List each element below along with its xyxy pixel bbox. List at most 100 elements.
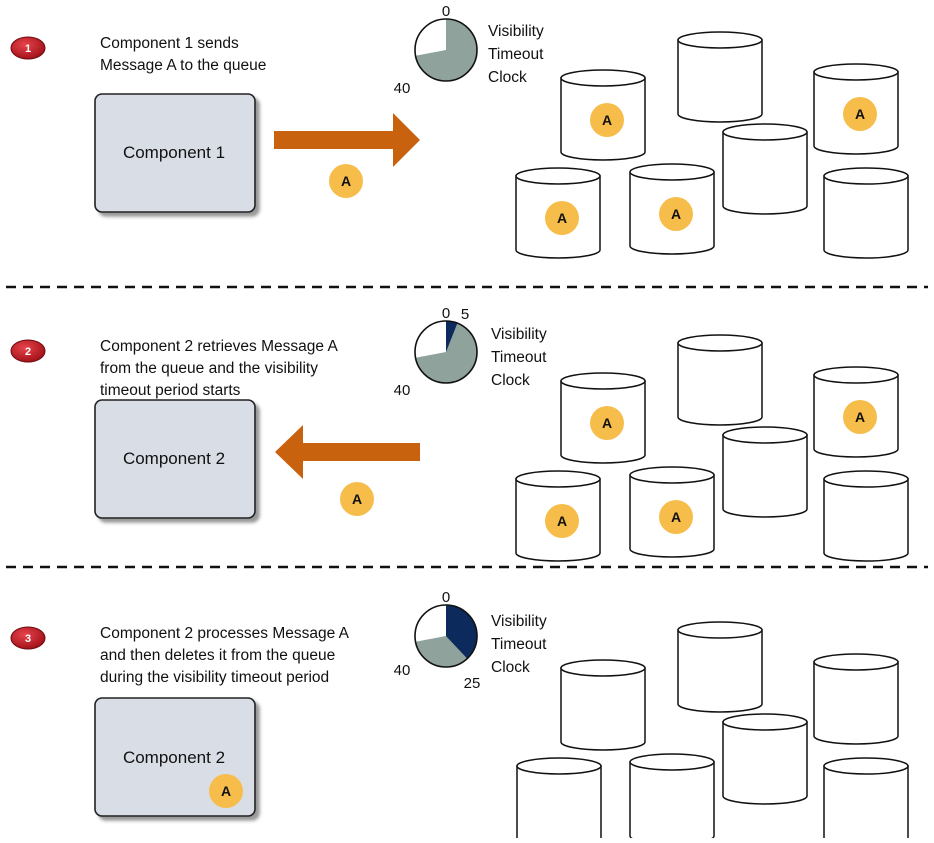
- clock-label-left: 40: [394, 662, 411, 679]
- component-label: Component 1: [123, 143, 225, 162]
- clock-rim: [414, 604, 478, 668]
- queued-message-badge: [843, 400, 877, 434]
- cylinder-top: [677, 31, 763, 49]
- queued-message-label: A: [602, 415, 612, 431]
- cylinder-top: [722, 713, 808, 731]
- queue-cylinder: A: [515, 167, 601, 259]
- cylinder-top: [823, 470, 909, 488]
- step-caption-line: Message A to the queue: [100, 57, 266, 74]
- cylinder-top: [677, 334, 763, 352]
- queued-message-label: A: [855, 409, 865, 425]
- queued-message-badge: [590, 103, 624, 137]
- cylinder-body: [560, 667, 646, 751]
- cylinder-top: [677, 621, 763, 639]
- queued-message-label: A: [557, 210, 567, 226]
- clock-title-line: Clock: [488, 69, 527, 86]
- cylinder-top: [722, 426, 808, 444]
- clock-white-wedge: [414, 321, 446, 358]
- step-number-badge: [10, 626, 46, 650]
- clock-label-right: 25: [464, 675, 481, 692]
- cylinder-top: [722, 123, 808, 141]
- clock-title-line: Clock: [491, 372, 530, 389]
- clock-label-top: 0: [442, 305, 450, 322]
- queue-cylinder: A: [629, 163, 715, 255]
- queued-message-label: A: [557, 513, 567, 529]
- queue-cylinder: [516, 757, 602, 843]
- queued-message-badge: [545, 201, 579, 235]
- clock-title-line: Timeout: [491, 636, 547, 653]
- queue-cylinder: A: [813, 63, 899, 155]
- cylinder-body: [813, 661, 899, 745]
- clock-white-wedge: [415, 19, 446, 56]
- cylinder-top: [560, 659, 646, 677]
- arrow-left: [275, 425, 420, 479]
- clock-white-wedge: [414, 605, 446, 642]
- step-caption-line: Component 2 processes Message A: [100, 625, 350, 642]
- queue-cylinder: [677, 31, 763, 123]
- cylinder-top: [629, 753, 715, 771]
- message-label: A: [341, 173, 351, 189]
- cylinder-top: [516, 757, 602, 775]
- arrow-right: [274, 113, 420, 167]
- clock-label-right: 5: [461, 306, 469, 323]
- step-number-badge: [10, 36, 46, 60]
- queued-message-badge: [590, 406, 624, 440]
- cylinder-top: [813, 63, 899, 81]
- clock-label-left: 40: [394, 382, 411, 399]
- queued-message-label: A: [671, 206, 681, 222]
- cylinder-top: [560, 69, 646, 87]
- clock-title-line: Timeout: [488, 46, 544, 63]
- cylinder-body: [629, 761, 715, 843]
- clock-label-top: 0: [442, 589, 450, 606]
- step-caption-line: and then deletes it from the queue: [100, 647, 335, 664]
- message-label: A: [221, 783, 231, 799]
- step-3: 3 Component 2 processes Message A and then…: [10, 589, 909, 843]
- step-caption-line: from the queue and the visibility: [100, 360, 318, 377]
- cylinder-body: [677, 629, 763, 713]
- cylinder-top: [560, 372, 646, 390]
- queue-cylinder: [677, 334, 763, 426]
- cylinder-body: [677, 39, 763, 123]
- cylinder-body: [823, 765, 909, 843]
- queued-message-badge: [659, 500, 693, 534]
- clock-title-line: Timeout: [491, 349, 547, 366]
- cylinder-top: [629, 466, 715, 484]
- cylinder-body: [823, 478, 909, 562]
- queued-message-label: A: [855, 106, 865, 122]
- clock-title-line: Visibility: [491, 326, 547, 343]
- component-label: Component 2: [123, 748, 225, 767]
- message-badge: [209, 774, 243, 808]
- component-box: [94, 399, 256, 519]
- step-caption-line: Component 1 sends: [100, 35, 239, 52]
- queue-cylinder: A: [560, 69, 646, 161]
- cylinder-body: [516, 765, 602, 843]
- queued-message-badge: [659, 197, 693, 231]
- queue-cylinder: [722, 426, 808, 518]
- queued-message-label: A: [602, 112, 612, 128]
- step-caption-line: Component 2 retrieves Message A: [100, 338, 338, 355]
- queue-cylinder: [722, 123, 808, 215]
- step-number: 3: [25, 633, 31, 645]
- cylinder-top: [515, 167, 601, 185]
- message-badge: [340, 482, 374, 516]
- clock-rim: [414, 18, 478, 82]
- cylinder-body: [722, 131, 808, 215]
- step-caption-line: during the visibility timeout period: [100, 669, 329, 686]
- clock-title-line: Visibility: [491, 613, 547, 630]
- queued-message-badge: [545, 504, 579, 538]
- clock-label-top: 0: [442, 3, 450, 20]
- clock-elapsed-wedge: [446, 605, 477, 659]
- cylinder-top: [515, 470, 601, 488]
- cylinder-body: [722, 721, 808, 805]
- clock-title-line: Clock: [491, 659, 530, 676]
- component-label: Component 2: [123, 449, 225, 468]
- queue-cylinder: A: [813, 366, 899, 458]
- component-box: [94, 93, 256, 213]
- queue-cylinder: [629, 753, 715, 843]
- cylinder-top: [823, 757, 909, 775]
- cylinder-body: [677, 342, 763, 426]
- queued-message-label: A: [671, 509, 681, 525]
- queue-cylinder: A: [629, 466, 715, 558]
- cylinder-body: [823, 175, 909, 259]
